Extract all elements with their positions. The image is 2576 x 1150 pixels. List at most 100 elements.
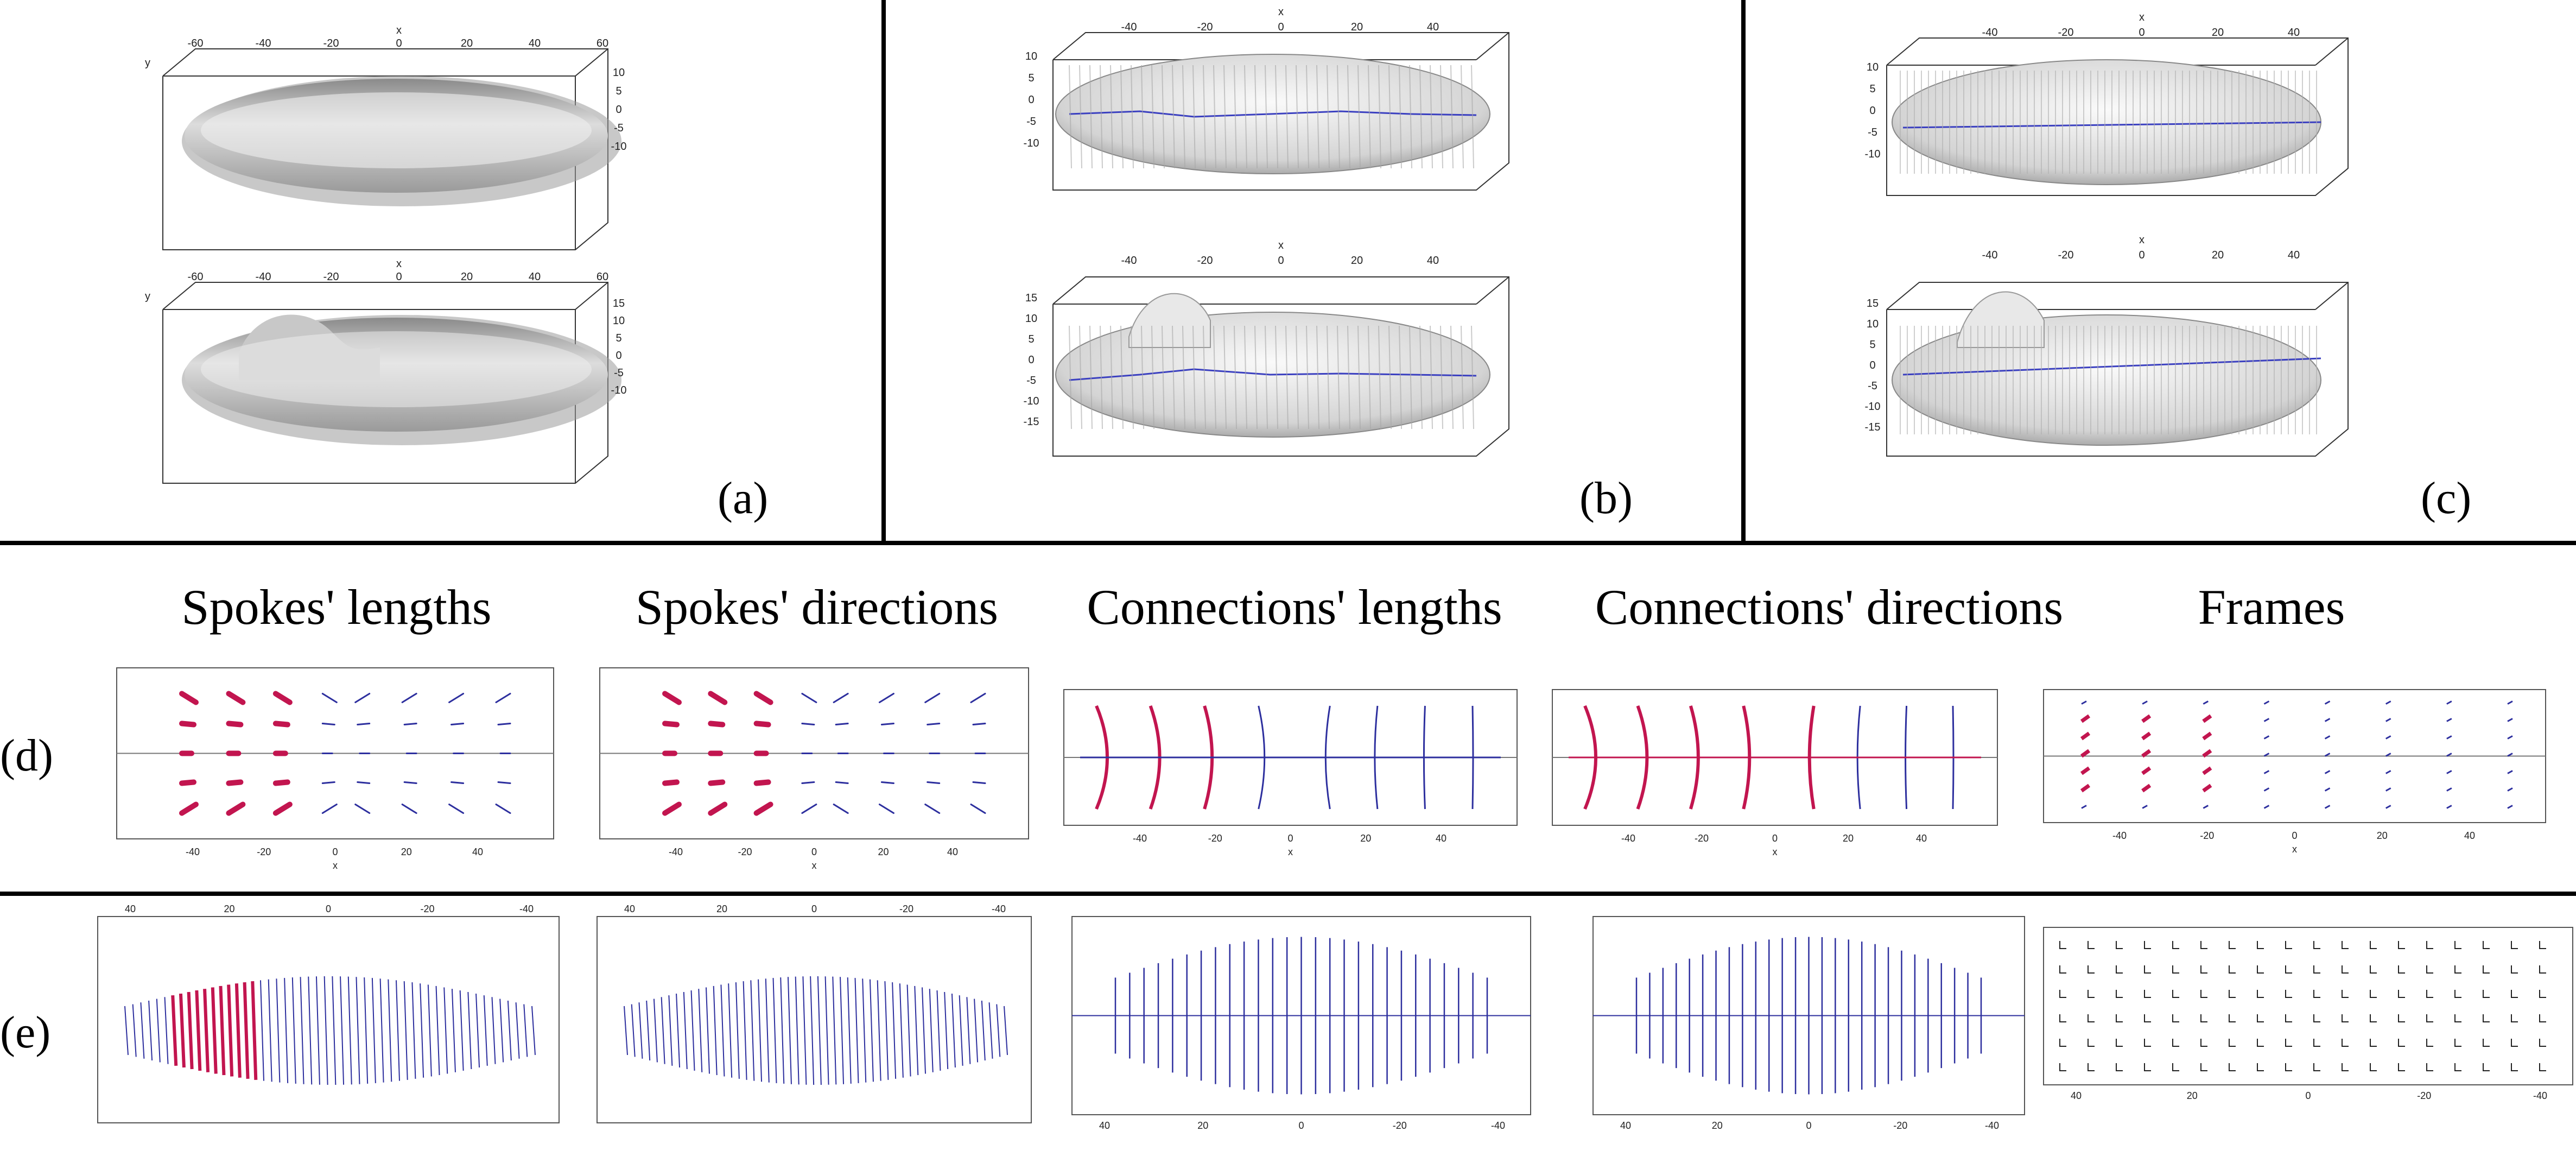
surface-spoke: [1120, 65, 1124, 169]
spoke: [981, 1000, 986, 1061]
frame: [2446, 700, 2452, 705]
tick-label-x: 0: [1806, 1120, 1811, 1131]
frame: [2324, 753, 2331, 757]
spoke: [835, 781, 849, 784]
frame: [2172, 965, 2179, 974]
spoke: [156, 999, 161, 1063]
tick-label-x: -40: [1985, 1120, 1999, 1131]
significant-spoke: [272, 801, 293, 816]
spoke: [459, 990, 464, 1071]
frame: [2059, 1039, 2066, 1047]
surface-spoke: [1141, 325, 1144, 429]
tick-label-z: -5: [1026, 116, 1036, 128]
significant-spoke: [179, 691, 199, 705]
frame: [2257, 1063, 2264, 1071]
surface-spoke: [1151, 65, 1154, 169]
significant-frame: [2141, 749, 2152, 758]
frame: [2539, 1014, 2546, 1022]
tick-label-x: -40: [1982, 27, 1998, 39]
frame: [2285, 965, 2292, 974]
tick-label-x: 0: [1287, 833, 1293, 844]
surface-spoke: [1244, 65, 1247, 169]
frame: [2059, 941, 2066, 949]
frame: [2088, 965, 2095, 974]
surface-spoke: [1100, 65, 1103, 169]
frame: [2483, 1039, 2490, 1047]
frame: [2446, 718, 2452, 722]
spoke: [728, 983, 733, 1078]
frame: [2483, 1063, 2490, 1071]
frame: [2059, 965, 2066, 974]
significant-spoke: [272, 779, 290, 786]
spoke: [854, 978, 859, 1083]
spoke: [321, 693, 338, 703]
tick-label-x: 20: [1197, 1120, 1208, 1131]
spoke: [944, 991, 949, 1070]
tick-label-z: 10: [1025, 313, 1037, 325]
frame: [2285, 990, 2292, 998]
tick-label-a-top: 20: [461, 37, 473, 49]
frame: [2088, 1063, 2095, 1071]
frame: [2263, 700, 2270, 705]
frame: [2229, 1014, 2236, 1022]
spoke: [321, 804, 338, 814]
spoke: [802, 976, 807, 1085]
surface-spoke: [1357, 65, 1361, 169]
spoke: [801, 804, 817, 814]
tick-label-x: 40: [1427, 255, 1439, 267]
spoke: [646, 1000, 651, 1061]
tick-label-x: -40: [669, 846, 683, 857]
tick-label-z: 10: [1867, 318, 1879, 330]
spoke: [495, 693, 511, 703]
spoke: [260, 980, 264, 1081]
significant-spoke: [753, 779, 771, 786]
tick-label-x: 40: [2071, 1090, 2082, 1101]
frame: [2200, 1039, 2207, 1047]
frame: [2370, 1014, 2377, 1022]
panel-label-e: (e): [0, 1007, 51, 1058]
tick-label-z: 15: [1025, 292, 1037, 304]
spoke: [276, 978, 281, 1083]
surface-spoke: [1296, 65, 1299, 169]
tick-label-x: 0: [1772, 833, 1778, 844]
spoke: [683, 991, 688, 1070]
frame: [2229, 965, 2236, 974]
frame: [2446, 753, 2452, 757]
tick-label-z: -5: [1026, 375, 1036, 387]
frame: [2144, 1039, 2151, 1047]
spoke: [1004, 1006, 1008, 1056]
spoke: [448, 804, 465, 814]
tick-label-x: -20: [420, 903, 434, 914]
tick-label-x: 40: [624, 903, 635, 914]
tick-label-z: 5: [1028, 333, 1034, 345]
significant-spoke: [662, 779, 680, 786]
spoke: [653, 999, 658, 1063]
axis-name-x: x: [2139, 234, 2144, 246]
tick-label-a-top: 40: [529, 37, 541, 49]
frame: [2324, 700, 2331, 705]
frame: [2385, 718, 2391, 722]
spoke: [523, 1004, 528, 1057]
axis-name-x: x: [1288, 846, 1293, 857]
significant-frame: [2141, 783, 2152, 793]
frame: [2263, 735, 2270, 740]
spoke: [835, 723, 849, 725]
frame: [2313, 1014, 2320, 1022]
tick-label-x: -40: [1491, 1120, 1505, 1131]
surface-spoke: [1296, 325, 1299, 429]
tick-label-x: 40: [1916, 833, 1927, 844]
tick-label-x: 40: [2288, 249, 2300, 261]
spoke: [750, 980, 755, 1081]
frame: [2507, 770, 2513, 774]
tick-label-x: -40: [992, 903, 1006, 914]
tick-label-x: 20: [1351, 255, 1363, 267]
tick-label-a-bottom: -20: [323, 271, 339, 283]
frame: [2454, 1014, 2461, 1022]
tick-label-a-bottom: 40: [529, 271, 541, 283]
tick-label-x: 20: [716, 903, 727, 914]
tick-label-x: 40: [947, 846, 958, 857]
spoke: [833, 804, 849, 814]
